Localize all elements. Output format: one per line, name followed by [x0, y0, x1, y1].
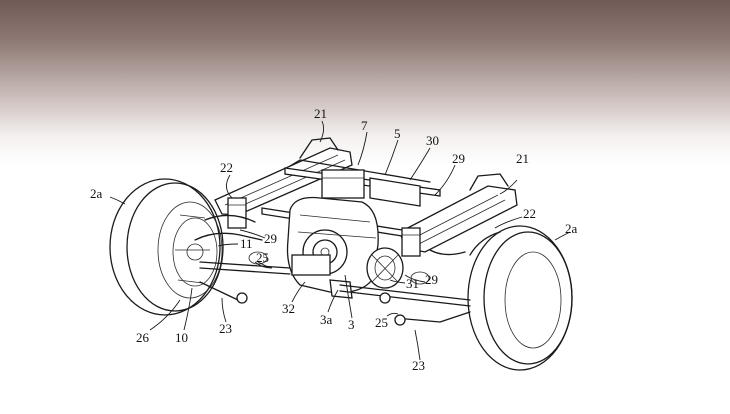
label-21-right: 21 — [516, 151, 529, 166]
side-frame-left — [214, 137, 353, 216]
bracket-left — [227, 197, 247, 229]
motor-unit — [286, 169, 421, 299]
label-22-left: 22 — [220, 160, 233, 175]
label-11: 11 — [240, 236, 253, 251]
label-29-right: 29 — [425, 272, 438, 287]
label-21-top: 21 — [314, 106, 327, 121]
gearbox-right — [366, 247, 404, 289]
label-3a: 3a — [320, 312, 333, 327]
label-25-left: 25 — [256, 250, 269, 265]
label-31: 31 — [406, 276, 419, 291]
label-26: 26 — [136, 330, 150, 345]
suspension-left — [194, 214, 291, 304]
label-3: 3 — [348, 317, 355, 332]
label-32: 32 — [282, 301, 295, 316]
label-22-right: 22 — [523, 206, 536, 221]
label-2a-left: 2a — [90, 186, 103, 201]
label-23-right: 23 — [412, 358, 425, 373]
right-wheel — [467, 225, 573, 371]
leader-lines — [109, 120, 571, 361]
label-7: 7 — [361, 118, 368, 133]
label-29-left: 29 — [264, 231, 277, 246]
left-wheel — [109, 178, 224, 316]
reference-labels: 21 7 5 30 22 29 21 2a 29 11 22 2a 25 29 … — [90, 106, 578, 373]
label-30: 30 — [426, 133, 439, 148]
label-25-right: 25 — [375, 315, 388, 330]
label-2a-right: 2a — [565, 221, 578, 236]
label-5: 5 — [394, 126, 401, 141]
label-10: 10 — [175, 330, 188, 345]
label-23-left: 23 — [219, 321, 232, 336]
label-29-top: 29 — [452, 151, 465, 166]
bracket-right — [401, 227, 421, 257]
suspension-right — [339, 249, 471, 326]
side-frame-right — [399, 173, 518, 253]
